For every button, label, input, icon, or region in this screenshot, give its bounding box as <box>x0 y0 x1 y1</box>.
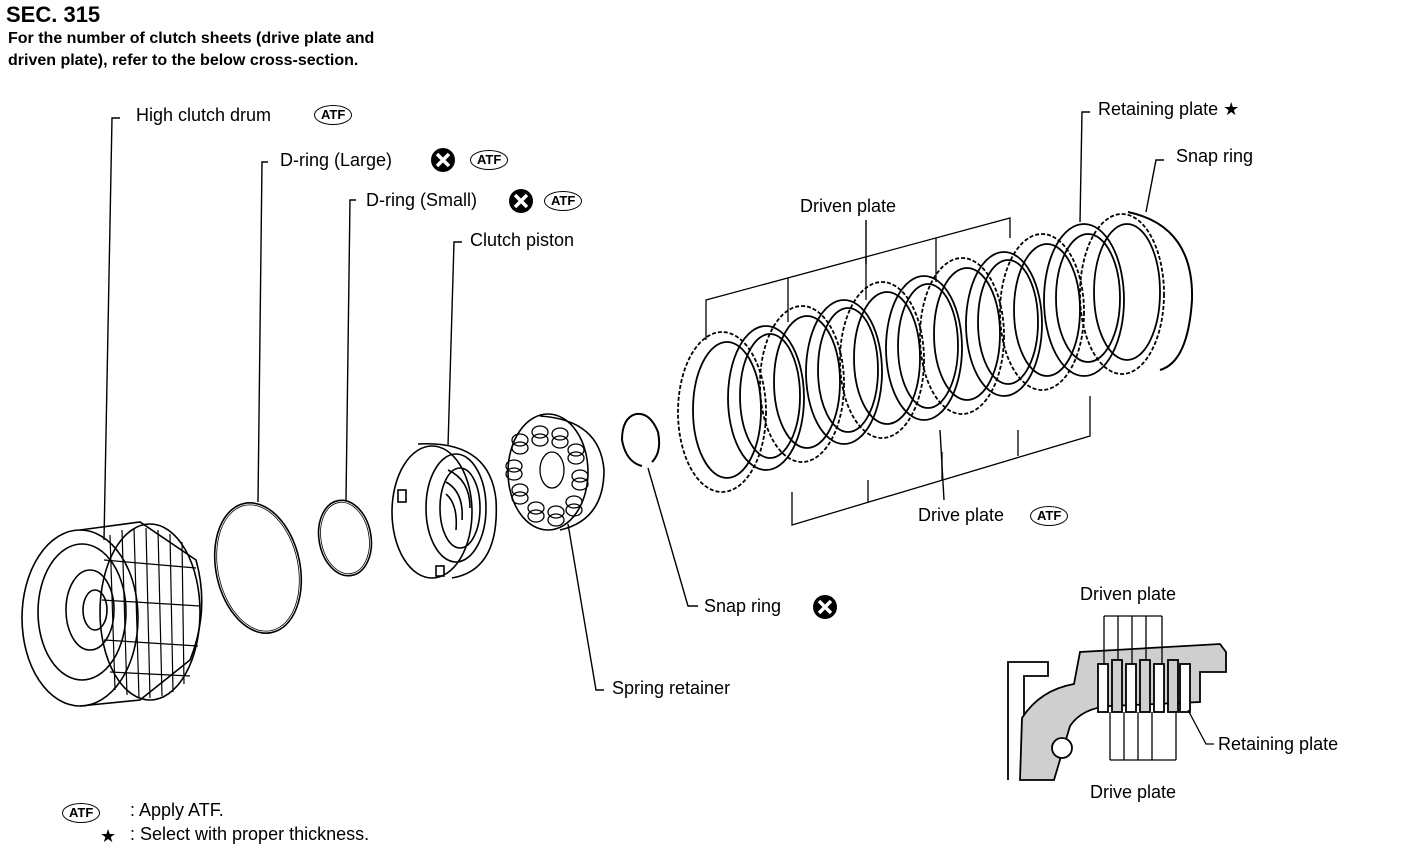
d-ring-small <box>317 499 373 577</box>
label-snap-ring-top: Snap ring <box>1176 146 1254 166</box>
legend-star-icon: ★ <box>100 826 117 846</box>
atf-tag: ATF <box>470 150 509 170</box>
note-line-2: driven plate), refer to the below cross-… <box>8 52 359 69</box>
cs-label-retaining-plate: Retaining plate <box>1218 734 1339 754</box>
atf-tag: ATF <box>314 105 353 125</box>
atf-tag: ATF <box>1030 506 1069 526</box>
d-ring-large <box>213 502 303 634</box>
snap-ring-middle <box>620 412 661 467</box>
discard-icon <box>509 189 533 213</box>
label-clutch-piston: Clutch piston <box>470 230 575 250</box>
leader-lines <box>103 111 1164 691</box>
clutch-piston <box>391 443 498 579</box>
label-high-clutch-drum: High clutch drum <box>136 105 272 125</box>
cs-label-drive-plate: Drive plate <box>1090 782 1177 802</box>
label-d-ring-small: D-ring (Small) <box>366 190 478 210</box>
label-driven-plate: Driven plate <box>800 196 897 216</box>
cs-label-driven-plate: Driven plate <box>1080 584 1177 604</box>
legend-atf-tag: ATF <box>62 803 101 823</box>
clutch-plate-stack <box>677 211 1194 493</box>
note-line-1: For the number of clutch sheets (drive p… <box>8 30 375 47</box>
label-spring-retainer: Spring retainer <box>612 678 731 698</box>
spring-retainer <box>505 413 605 531</box>
discard-icon <box>813 595 837 619</box>
label-snap-ring-mid: Snap ring <box>704 596 782 616</box>
high-clutch-drum <box>21 521 203 707</box>
cross-section-view <box>1007 615 1227 781</box>
star-icon: ★ <box>1223 99 1240 119</box>
section-number: SEC. 315 <box>6 2 101 27</box>
legend-atf-text: : Apply ATF. <box>130 800 224 820</box>
atf-tag: ATF <box>544 191 583 211</box>
discard-icon <box>431 148 455 172</box>
label-drive-plate: Drive plate <box>918 505 1005 525</box>
label-retaining-plate: Retaining plate ★ <box>1098 99 1240 119</box>
label-d-ring-large: D-ring (Large) <box>280 150 393 170</box>
legend-star-text: : Select with proper thickness. <box>130 824 370 844</box>
